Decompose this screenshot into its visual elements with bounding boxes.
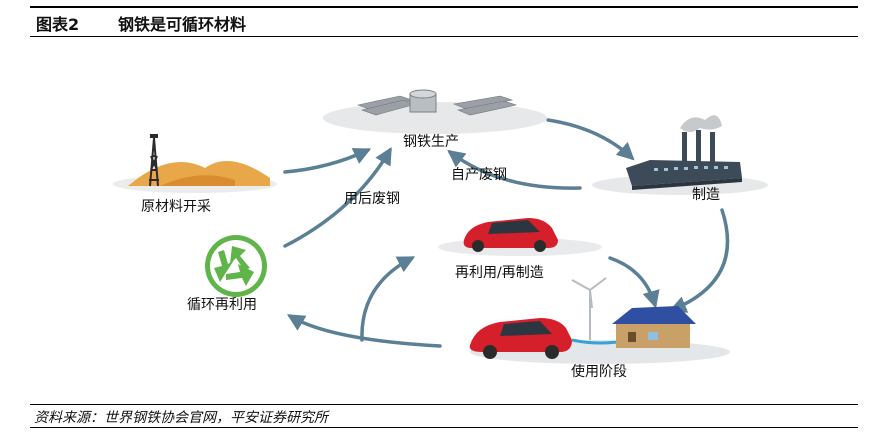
label-post-consumer-scrap: 用后废钢 [344, 191, 400, 207]
arrow-manufacturing-to-use [668, 208, 730, 313]
label-use-phase: 使用阶段 [571, 363, 627, 380]
use-phase-icon [469, 277, 730, 364]
label-manufacturing: 制造 [692, 187, 720, 203]
source-note: 资料来源：世界钢铁协会官网，平安证券研究所 [30, 404, 858, 428]
figure-header: 图表2 钢铁是可循环材料 [30, 6, 858, 37]
reuse-car-icon [438, 218, 602, 256]
arrow-use-to-reuse [360, 256, 416, 342]
source-text: 资料来源：世界钢铁协会官网，平安证券研究所 [34, 410, 328, 426]
arrow-use-to-recycling [286, 314, 442, 348]
label-raw-material-mining: 原材料开采 [141, 199, 211, 215]
mining-icon [113, 134, 277, 193]
arrow-post-consumer-scrap [283, 146, 392, 248]
label-reuse-remanufacture: 再利用/再制造 [455, 265, 544, 281]
factory-icon [592, 115, 768, 195]
arrow-home-scrap [447, 149, 582, 190]
arrow-production-to-manufacturing [546, 118, 635, 161]
figure-title: 钢铁是可循环材料 [118, 15, 247, 34]
label-home-scrap: 自产废钢 [451, 167, 507, 183]
figure-number: 图表2 [36, 15, 80, 34]
label-recycling: 循环再利用 [187, 297, 257, 313]
arrow-mining-to-production [283, 148, 372, 174]
label-steel-production: 钢铁生产 [403, 134, 459, 150]
recycle-icon [205, 235, 267, 297]
steel-production-icon [323, 89, 547, 134]
arrow-reuse-to-use [608, 256, 660, 309]
